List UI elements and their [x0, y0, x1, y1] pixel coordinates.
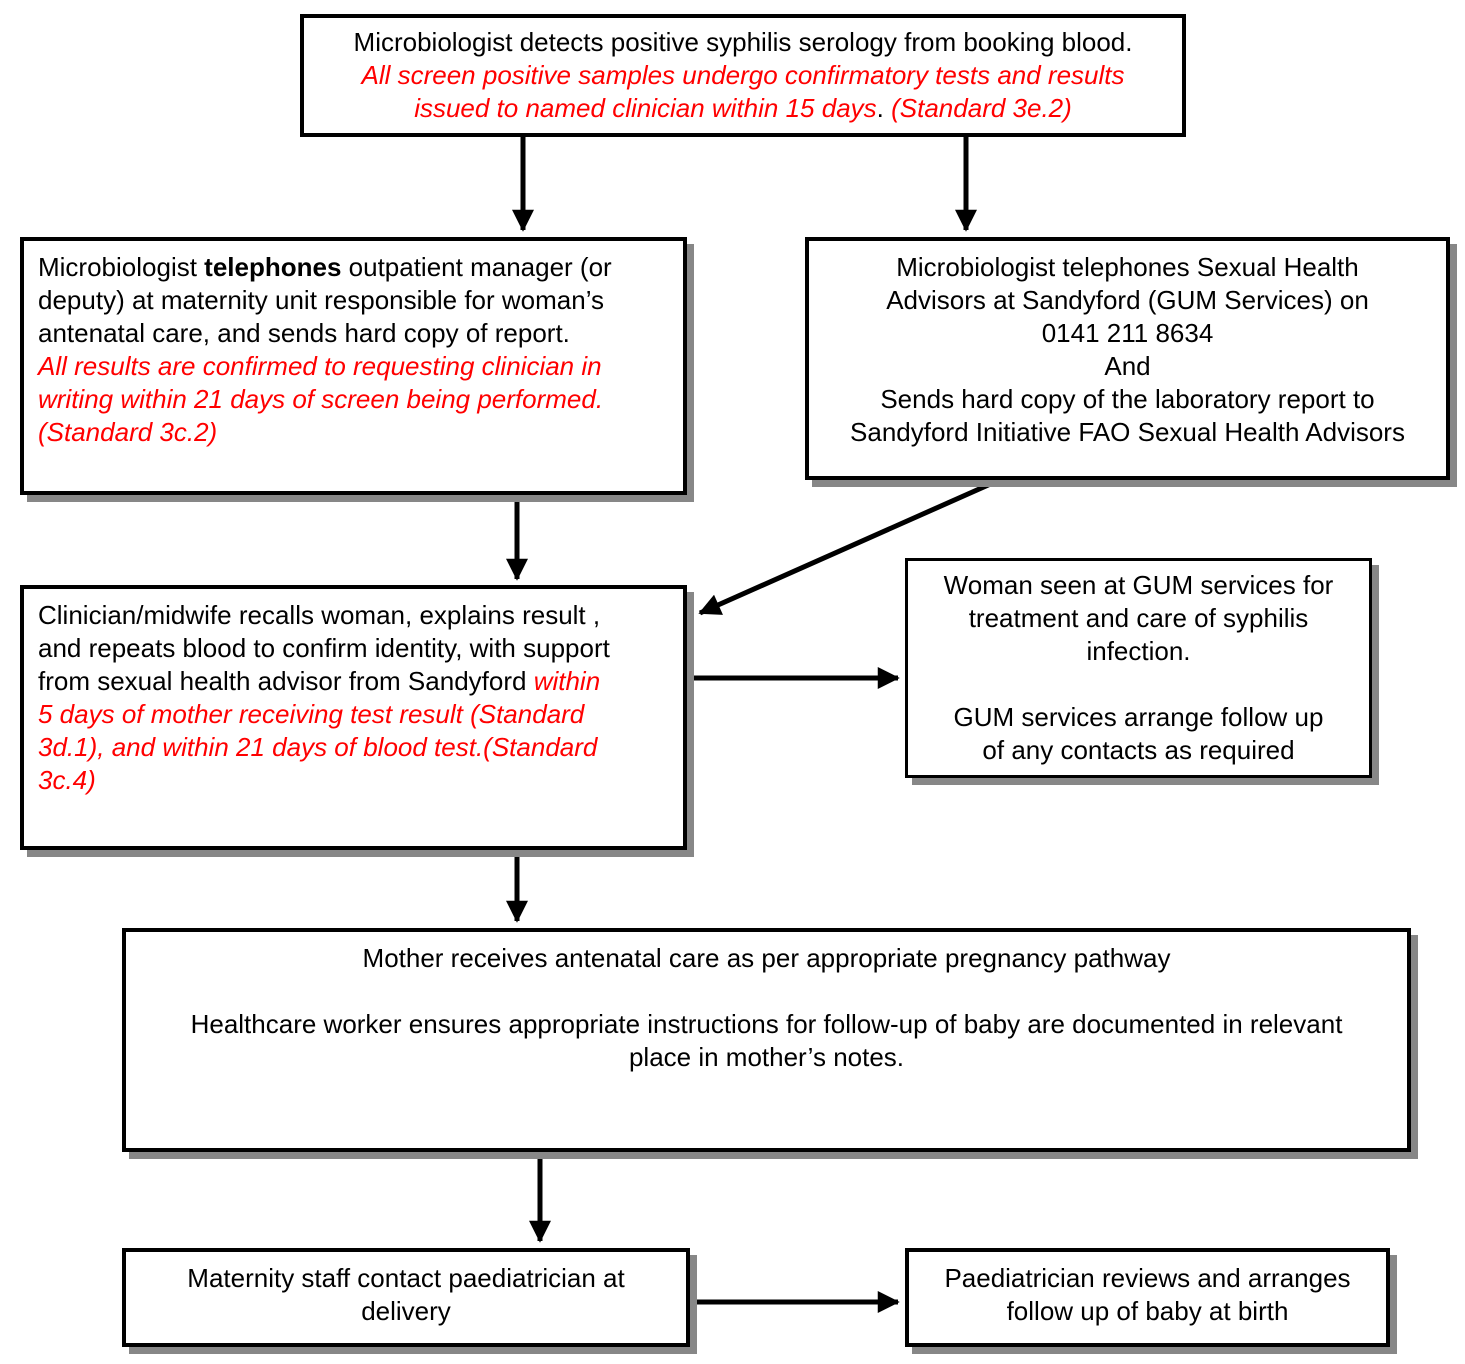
box-paediatrician-reviews: Paediatrician reviews and arranges follo… [905, 1248, 1390, 1347]
box-microbiologist-telephones-outpatient-manager: Microbiologist telephones outpatient man… [20, 237, 687, 495]
box-mother-receives-antenatal-care: Mother receives antenatal care as per ap… [122, 928, 1411, 1152]
box-microbiologist-detects: Microbiologist detects positive syphilis… [300, 14, 1186, 137]
box-clinician-midwife-recalls-woman: Clinician/midwife recalls woman, explain… [20, 585, 687, 850]
arrow-sandyford-to-clinician [698, 475, 1006, 616]
box-woman-seen-at-gum-services: Woman seen at GUM services for treatment… [905, 558, 1372, 778]
box-maternity-staff-contact-paediatrician: Maternity staff contact paediatrician at… [122, 1248, 690, 1347]
box-microbiologist-telephones-sandyford: Microbiologist telephones Sexual Health … [805, 237, 1450, 480]
